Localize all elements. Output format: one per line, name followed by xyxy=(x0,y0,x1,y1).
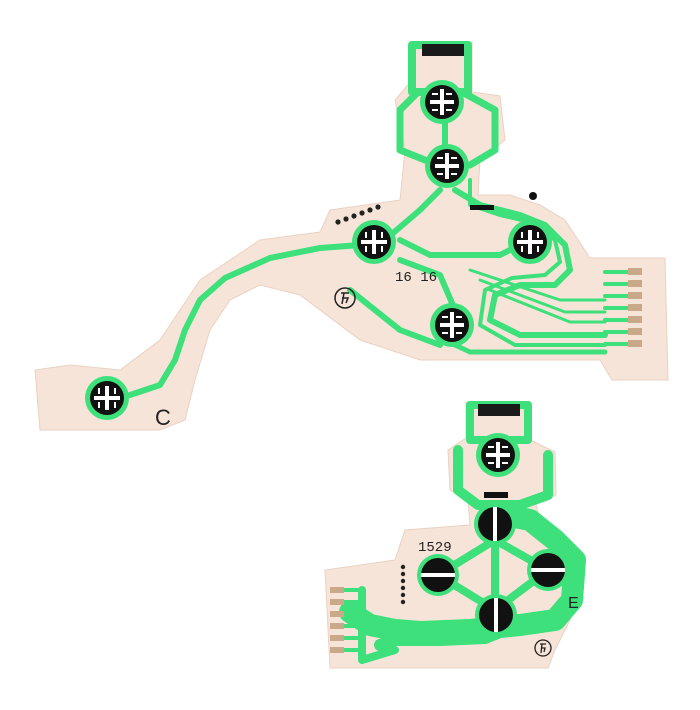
top-membrane-film xyxy=(34,41,669,431)
top-variant-letter: C xyxy=(155,405,171,430)
bottom-part-code: 1529 xyxy=(418,540,452,556)
top-pad-down xyxy=(430,303,474,347)
bottom-pad-top xyxy=(476,433,520,477)
bottom-contacts xyxy=(330,587,344,653)
top-pad-right xyxy=(508,220,552,264)
top-pad-center xyxy=(425,144,469,188)
top-trace-network xyxy=(127,41,642,398)
recycle-mark-icon xyxy=(534,639,552,657)
bottom-connector xyxy=(478,404,520,416)
bottom-variant-letter: E xyxy=(568,595,579,612)
top-part-code: 16 16 xyxy=(395,270,437,286)
bottom-dot-column xyxy=(400,564,406,605)
top-dot-row xyxy=(335,204,381,225)
top-small-bar xyxy=(470,205,494,210)
top-membrane: 16 16 C xyxy=(34,41,669,431)
top-pad-far xyxy=(85,376,129,420)
top-connector xyxy=(422,44,464,56)
bottom-small-bar xyxy=(484,492,508,498)
bottom-pad-down xyxy=(475,594,517,636)
bottom-pad-left xyxy=(417,554,459,596)
top-via xyxy=(529,192,537,200)
top-contacts xyxy=(628,268,642,347)
bottom-pad-up xyxy=(474,503,516,545)
bottom-membrane: 1529 E xyxy=(324,401,586,669)
bottom-pad-right xyxy=(527,549,569,591)
recycle-mark-icon xyxy=(334,287,356,309)
top-pad-left xyxy=(352,220,396,264)
top-pad-up xyxy=(420,80,464,124)
